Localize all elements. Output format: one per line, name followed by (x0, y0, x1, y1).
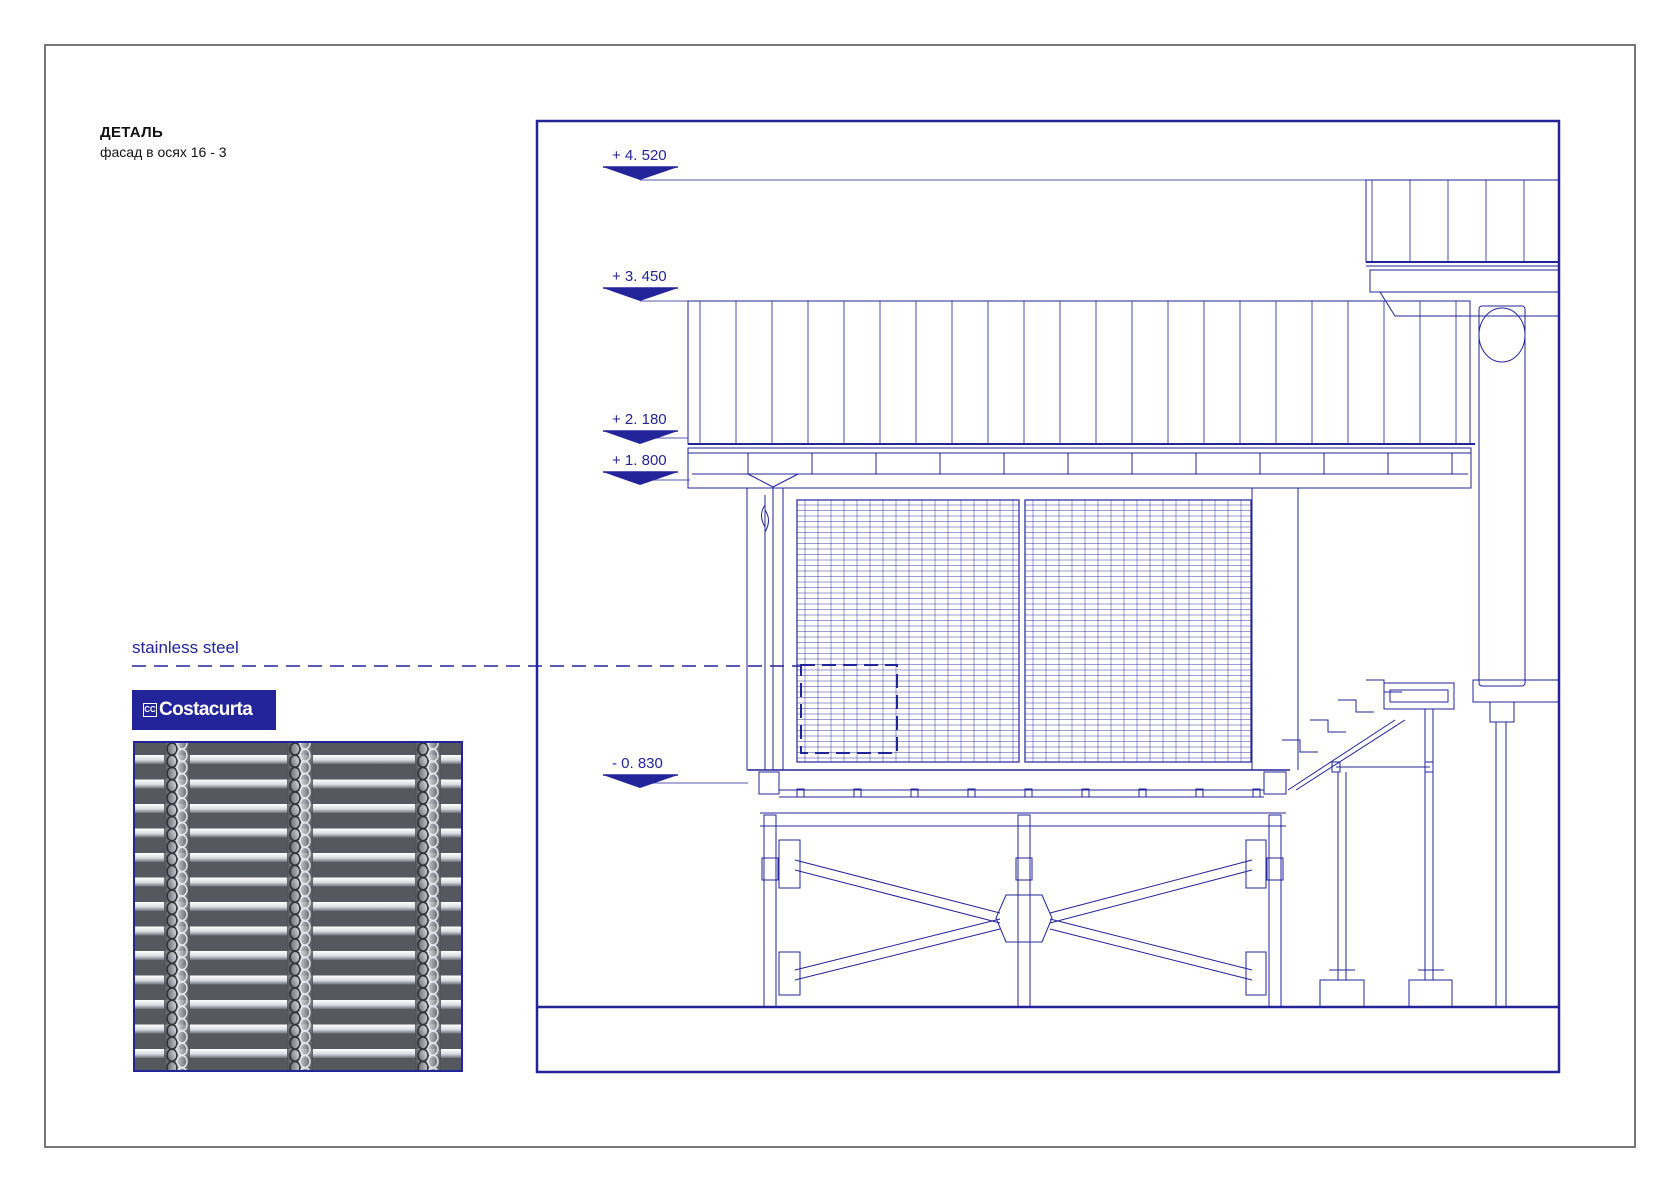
level-marker-beam (603, 471, 678, 485)
level-marker-roof (603, 287, 678, 301)
level-label-beam: + 1. 800 (612, 452, 667, 469)
level-marker-top (603, 166, 678, 180)
upper-volume (1365, 179, 1560, 317)
level-marker-icon (603, 431, 678, 444)
level-marker-icon (603, 167, 678, 180)
detail-callout-box (800, 664, 898, 754)
brand-mark-icon: CC (143, 703, 157, 717)
deck-beam (748, 769, 1290, 827)
mesh-vertical-cables (164, 743, 441, 1070)
level-label-eave: + 2. 180 (612, 411, 667, 428)
level-marker-eave (603, 430, 678, 444)
level-label-roof: + 3. 450 (612, 268, 667, 285)
gutter-downpipe (746, 473, 799, 771)
level-label-top: + 4. 520 (612, 147, 667, 164)
level-marker-floor (603, 774, 678, 788)
fascia-beam (687, 447, 1472, 489)
level-marker-icon (603, 775, 678, 788)
level-label-floor: - 0. 830 (612, 755, 663, 772)
level-marker-icon (603, 472, 678, 485)
brand-name: Costacurta (159, 699, 253, 720)
sheet-title: ДЕТАЛЬ (100, 124, 164, 141)
drawing-sheet-frame (44, 44, 1636, 1148)
cross-bracing (778, 839, 1267, 996)
mesh-screen-panels (796, 499, 1252, 763)
elevation-frame (535, 119, 1561, 1074)
mesh-swatch-image (133, 741, 463, 1072)
substructure-posts (761, 814, 1284, 1008)
level-marker-icon (603, 288, 678, 301)
mesh-swatch-graphic (135, 743, 461, 1070)
entry-stair (1282, 679, 1455, 1008)
brand-logo: CC Costacurta (132, 690, 276, 730)
title-block: ДЕТАЛЬ фасад в осях 16 - 3 (100, 124, 227, 160)
sheet-subtitle: фасад в осях 16 - 3 (100, 144, 227, 160)
roof-cladding (687, 300, 1475, 445)
material-label: stainless steel (132, 638, 239, 657)
round-column (1472, 305, 1560, 1007)
